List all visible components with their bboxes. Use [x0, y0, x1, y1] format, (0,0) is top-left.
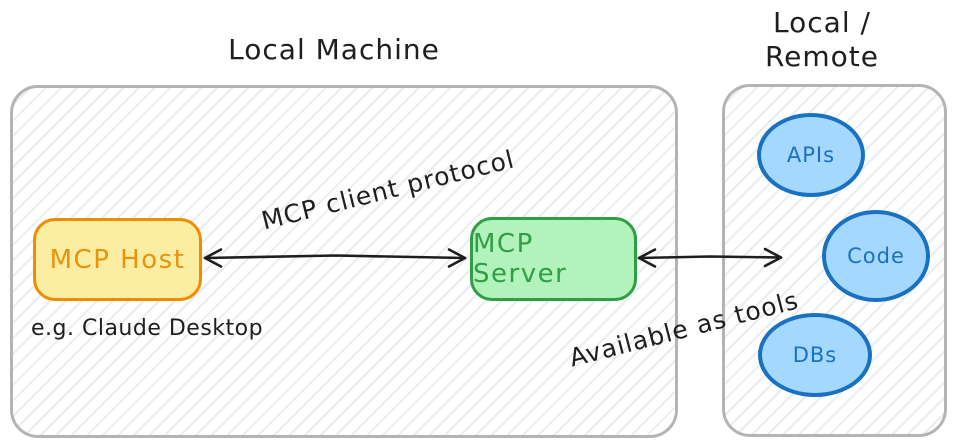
apis-node: APIs	[757, 113, 865, 197]
code-label: Code	[847, 244, 905, 268]
apis-label: APIs	[786, 143, 836, 167]
dbs-node: DBs	[758, 313, 872, 397]
dbs-label: DBs	[792, 343, 838, 367]
local-remote-title: Local / Remote	[764, 6, 880, 73]
mcp-host-caption: e.g. Claude Desktop	[31, 316, 264, 341]
code-node: Code	[822, 210, 930, 302]
mcp-host-node: MCP Host	[33, 218, 202, 301]
mcp-server-node: MCP Server	[470, 217, 637, 301]
mcp-server-label: MCP Server	[473, 229, 568, 289]
local-machine-title: Local Machine	[228, 33, 440, 66]
mcp-host-label: MCP Host	[49, 244, 186, 275]
